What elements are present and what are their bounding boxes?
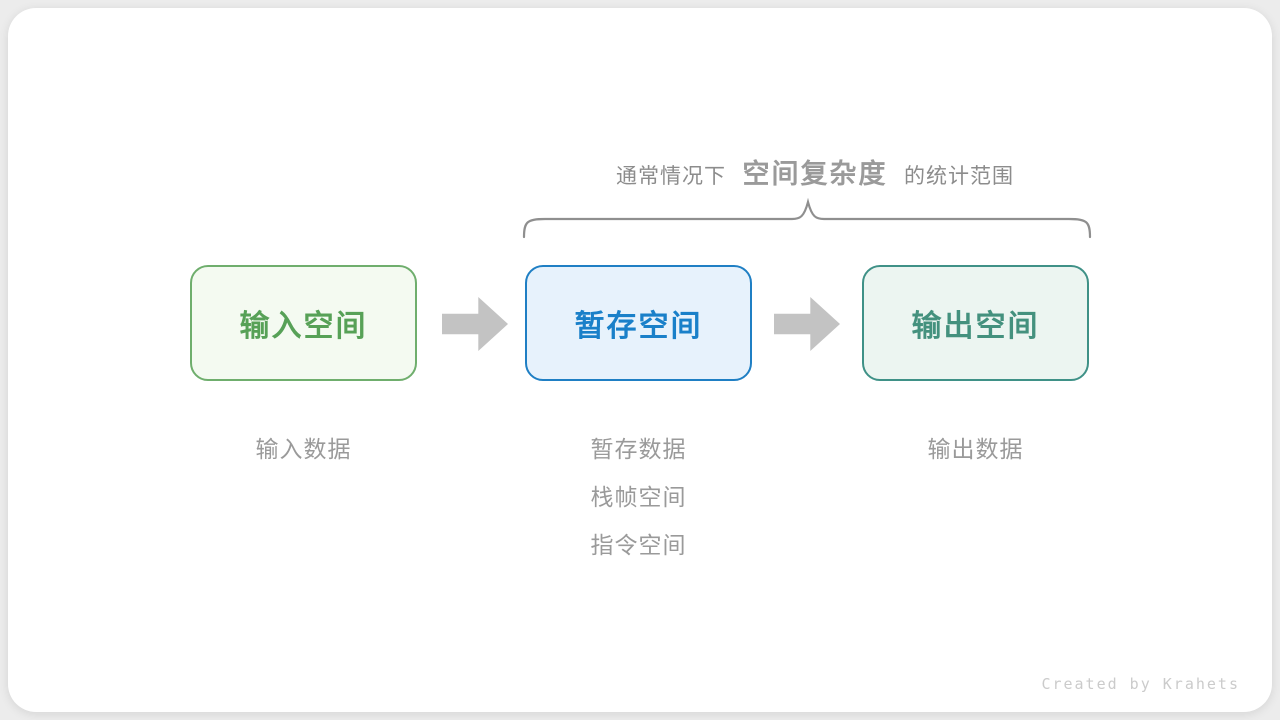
output-space-box: 输出空间 xyxy=(862,265,1089,381)
temp-space-label: 暂存空间 xyxy=(574,310,703,343)
caption-prefix: 通常情况下 xyxy=(616,165,727,188)
temp-space-notes: 暂存数据 栈帧空间 指令空间 xyxy=(525,425,752,569)
caption-suffix: 的统计范围 xyxy=(903,165,1014,188)
note-line: 栈帧空间 xyxy=(590,484,687,510)
note-line: 指令空间 xyxy=(590,532,687,558)
output-space-notes: 输出数据 xyxy=(862,425,1089,473)
note-line: 输入数据 xyxy=(255,436,352,462)
input-space-box: 输入空间 xyxy=(190,265,417,381)
input-space-label: 输入空间 xyxy=(239,310,368,343)
credit-text: Created by Krahets xyxy=(1041,675,1240,693)
output-space-label: 输出空间 xyxy=(911,310,1040,343)
temp-space-box: 暂存空间 xyxy=(525,265,752,381)
note-line: 输出数据 xyxy=(927,436,1024,462)
caption-highlight: 空间复杂度 xyxy=(742,159,888,189)
scope-caption: 通常情况下 空间复杂度 的统计范围 xyxy=(525,152,1105,196)
input-space-notes: 输入数据 xyxy=(190,425,417,473)
arrow-right-icon xyxy=(774,297,840,351)
note-line: 暂存数据 xyxy=(590,436,687,462)
arrow-right-icon xyxy=(442,297,508,351)
diagram-card: 通常情况下 空间复杂度 的统计范围 输入空间 暂存空间 输出空间 输入数据 暂存… xyxy=(8,8,1272,712)
